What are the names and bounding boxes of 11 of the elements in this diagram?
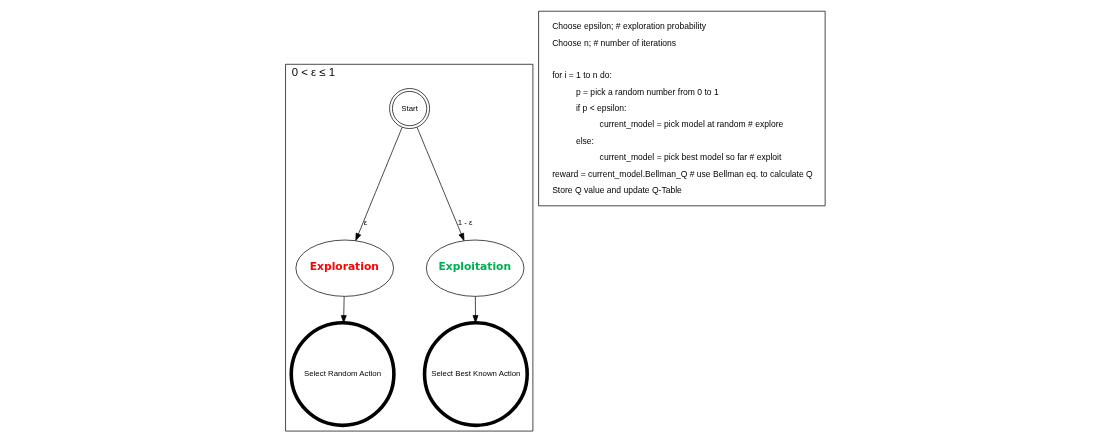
edge-label: ε: [363, 217, 368, 227]
node-ellipse: Exploration: [295, 239, 394, 297]
node-circle: Select Best Known Action: [422, 320, 529, 428]
node-ellipse: Exploitation: [425, 239, 525, 297]
arrow: [340, 296, 347, 324]
arrow: [355, 127, 403, 241]
arrow: [472, 296, 479, 324]
node-box: Choose epsilon; # exploration probability Choose n; # number of iterations for i = 1 to n do: p = pick a random number from 0 to 1 if p < epsilon: current_model = pick model at random # explore else: current_model = pick best model so far # exploit reward = current_model.Bellman_Q # use Bellman eq. to calculate Q Store Q value and update Q-Table: [538, 10, 826, 207]
edge-label: 1 - ε: [457, 217, 473, 227]
arrow: [416, 127, 465, 241]
node-circle: Select Random Action: [289, 320, 396, 428]
